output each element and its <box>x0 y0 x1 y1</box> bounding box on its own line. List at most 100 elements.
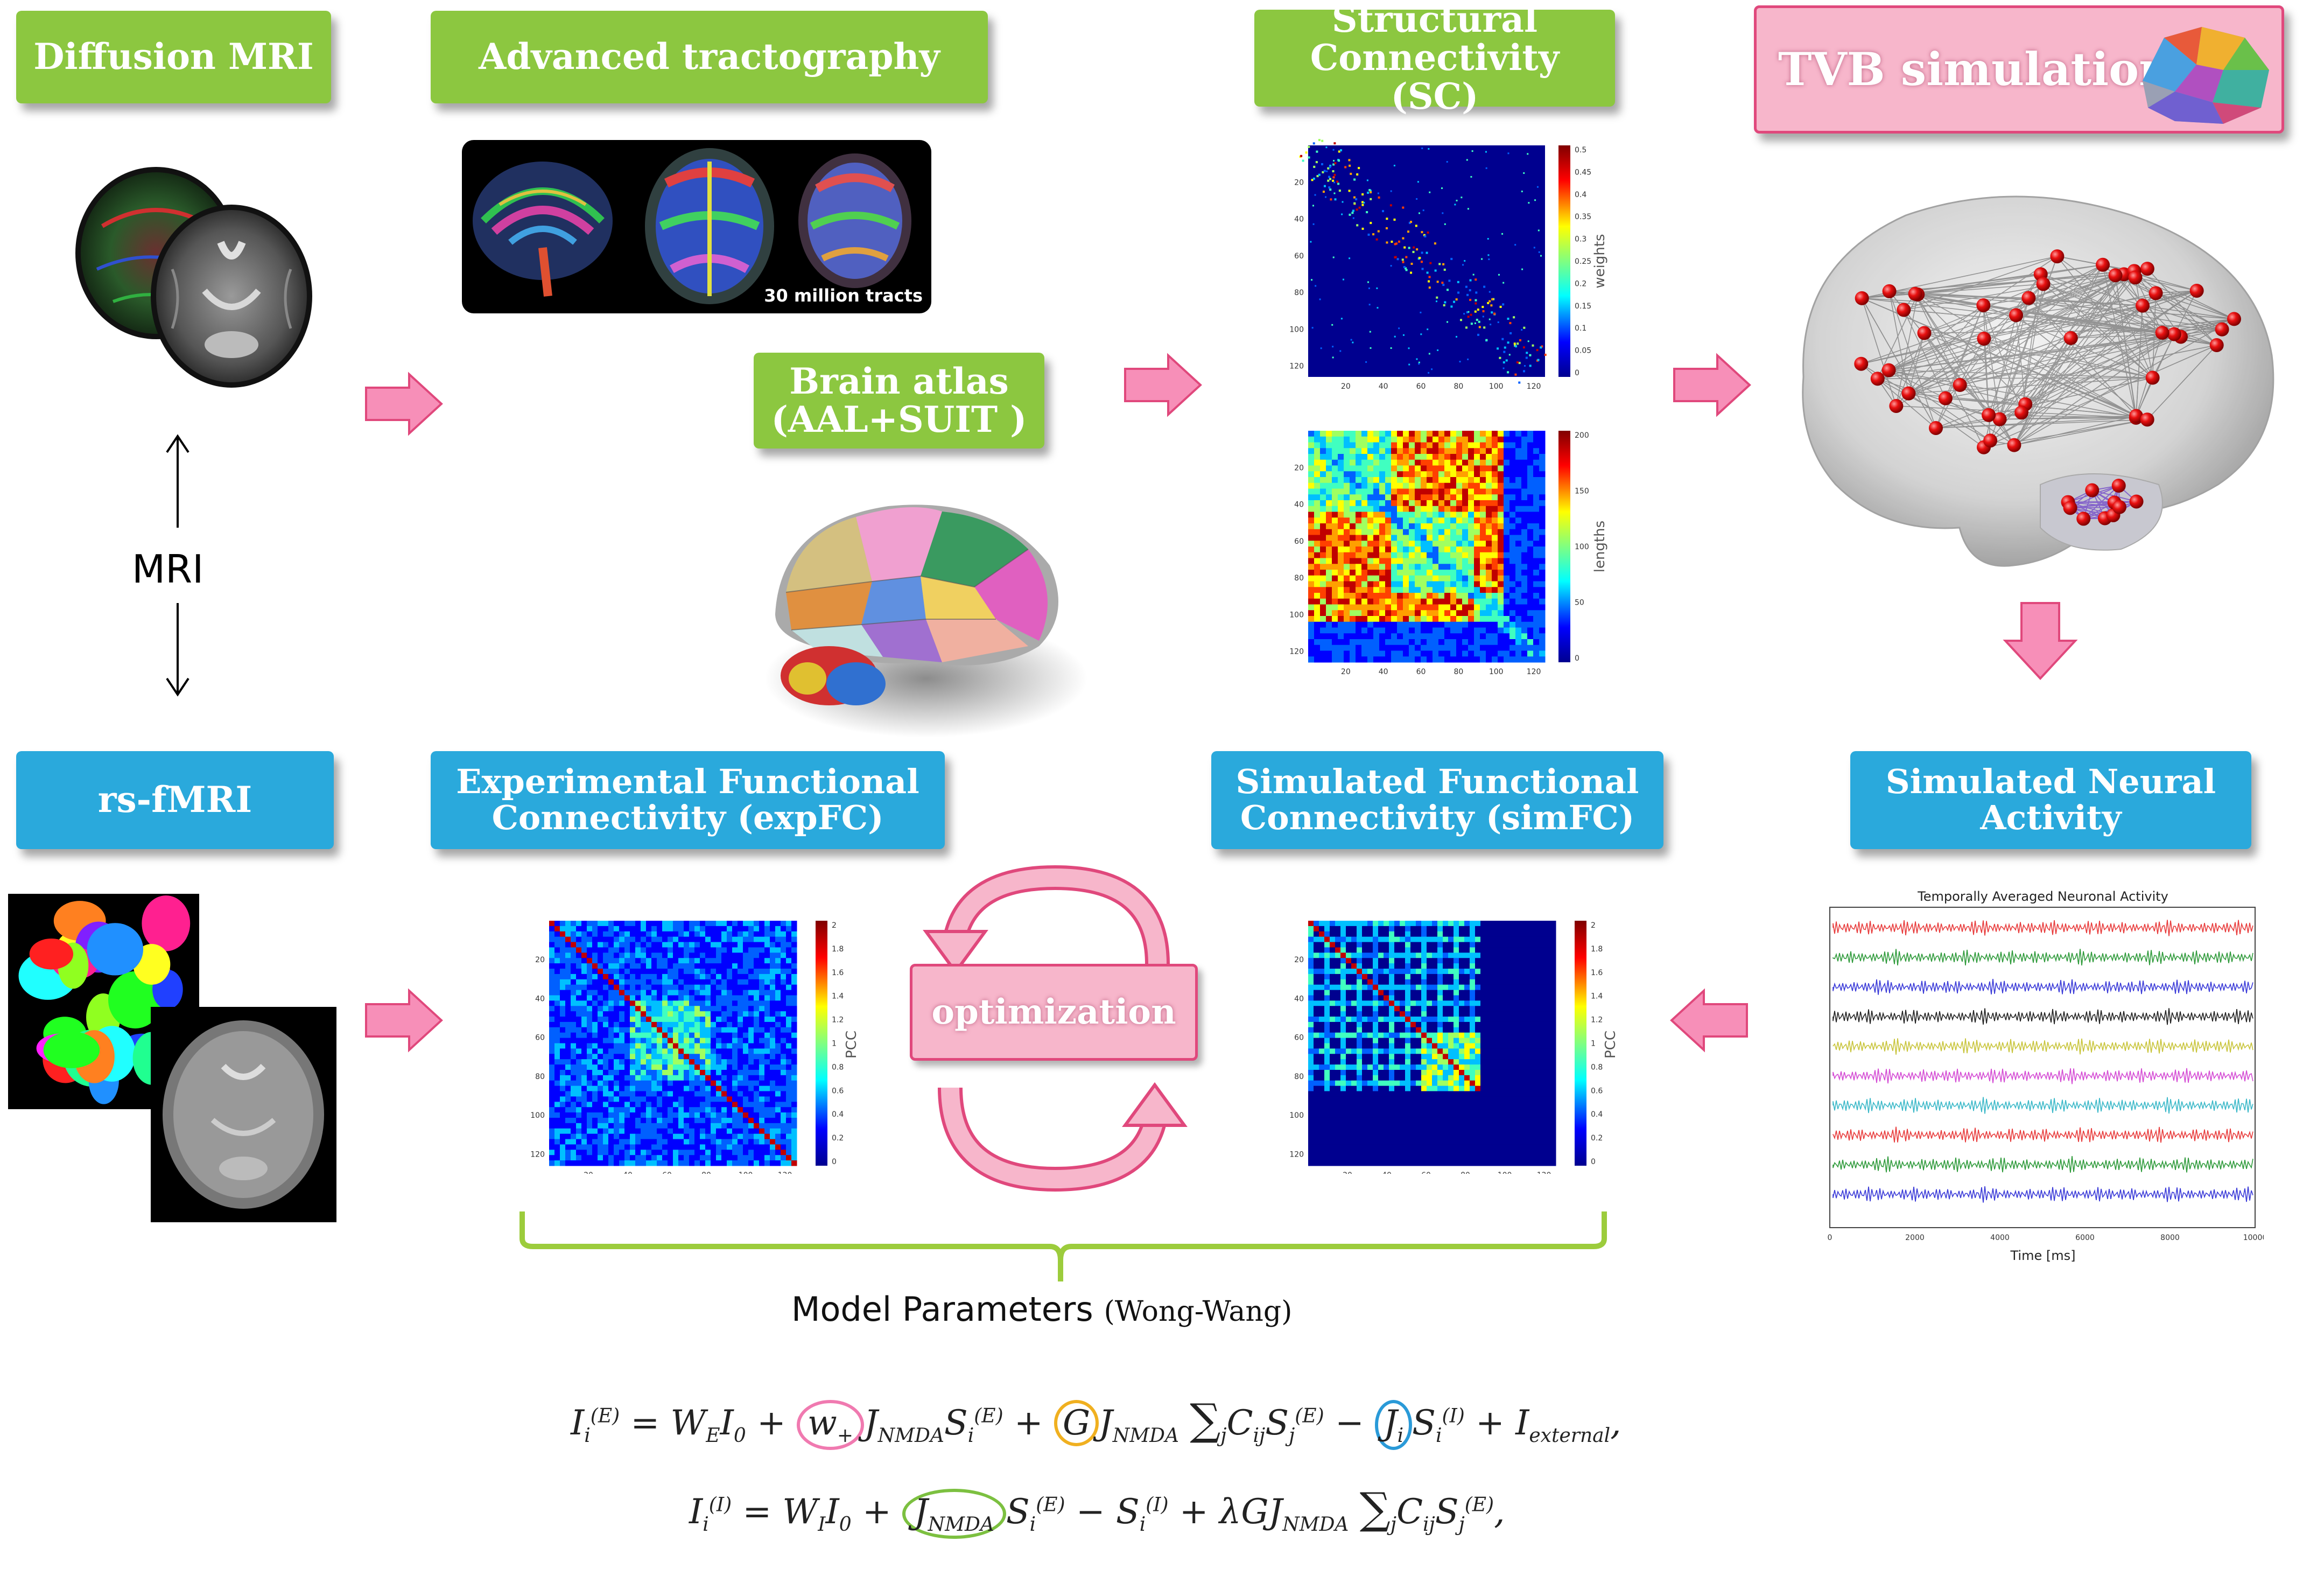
fc-cell <box>651 1000 657 1006</box>
sc-length-cell <box>1433 512 1439 518</box>
fc-cell <box>619 1048 625 1054</box>
matrix-x-tick: 120 <box>1527 382 1541 391</box>
sc-length-cell <box>1492 506 1498 512</box>
sc-length-cell <box>1527 656 1534 663</box>
sc-weight-cell <box>1338 190 1341 192</box>
sc-length-cell <box>1456 471 1463 478</box>
fc-cell <box>684 1133 690 1140</box>
fc-cell <box>743 1160 749 1166</box>
fc-cell <box>1346 958 1352 964</box>
tractography-image: 30 million tracts <box>462 140 931 313</box>
fc-cell <box>598 1123 603 1129</box>
sc-weight-cell <box>1515 345 1518 348</box>
sc-length-cell <box>1438 465 1445 472</box>
fc-cell <box>1308 984 1314 991</box>
fc-cell <box>689 1155 695 1161</box>
fc-cell <box>641 1085 647 1092</box>
network-edge <box>1860 363 1909 394</box>
fc-cell <box>732 1000 738 1006</box>
sc-length-cell <box>1444 650 1451 657</box>
fc-cell <box>689 1139 695 1145</box>
sc-length-cell <box>1521 627 1528 634</box>
fc-cell <box>641 1021 647 1028</box>
fc-cell <box>619 921 625 927</box>
tvb-network-edges <box>1860 256 2235 448</box>
fc-cell <box>576 1133 582 1140</box>
sc-length-cell <box>1498 575 1504 582</box>
sc-length-cell <box>1504 482 1510 489</box>
fc-cell <box>651 926 657 932</box>
sc-length-cell <box>1403 431 1409 437</box>
fc-cell <box>608 1075 614 1081</box>
sc-length-cell <box>1421 459 1427 466</box>
sc-length-cell <box>1527 535 1534 541</box>
sc-length-cell <box>1456 570 1463 576</box>
sc-length-cell <box>1468 639 1475 646</box>
fc-cell <box>689 1112 695 1118</box>
fc-cell <box>1308 1021 1314 1028</box>
fc-cell <box>549 1150 555 1155</box>
fc-cell <box>791 947 797 953</box>
sc-length-cell <box>1474 633 1480 640</box>
sc-length-cell <box>1379 621 1386 628</box>
fc-cell <box>635 1027 641 1033</box>
fc-cell <box>614 1096 620 1102</box>
sc-length-cell <box>1332 529 1338 535</box>
fc-cell <box>700 936 706 943</box>
sc-length-cell <box>1515 616 1522 622</box>
fc-cell <box>716 1107 722 1113</box>
network-node <box>1881 363 1896 377</box>
fc-cell <box>571 952 577 958</box>
sc-length-cell <box>1344 535 1350 541</box>
fc-cell <box>738 1080 743 1087</box>
sc-length-cell <box>1320 506 1326 512</box>
fc-cell <box>549 1080 555 1087</box>
fc-cell <box>581 947 587 953</box>
fc-cell <box>598 1096 603 1102</box>
sc-weight-cell <box>1308 145 1310 148</box>
fc-cell <box>732 1160 738 1166</box>
fc-cell <box>1324 1160 1330 1166</box>
fc-cell <box>657 1080 663 1087</box>
fc-cell <box>619 1080 625 1087</box>
fc-cell <box>770 1102 776 1108</box>
sc-length-cell <box>1456 523 1463 530</box>
sc-length-cell <box>1450 529 1457 535</box>
colorbar-tick: 150 <box>1575 487 1589 496</box>
sc-length-cell <box>1480 465 1486 472</box>
fc-cell <box>641 1032 647 1039</box>
fc-cell <box>764 995 770 1001</box>
sc-length-cell <box>1480 558 1486 564</box>
fc-cell <box>576 921 582 927</box>
sc-length-cell <box>1320 598 1326 605</box>
sc-weight-cell <box>1410 221 1413 223</box>
sc-length-cell <box>1356 604 1362 611</box>
fc-cell <box>791 1017 797 1022</box>
fc-cell <box>743 1017 749 1022</box>
fc-cell <box>549 936 555 943</box>
sc-weight-cell <box>1521 191 1523 193</box>
sc-length-cell <box>1504 656 1510 663</box>
sc-weight-cell <box>1318 173 1321 176</box>
sc-length-cell <box>1450 482 1457 489</box>
fc-cell <box>1330 1038 1336 1043</box>
sc-length-cell <box>1320 552 1326 558</box>
fc-cell <box>614 1150 620 1155</box>
fc-cell <box>732 958 738 964</box>
sc-length-cell <box>1314 656 1321 663</box>
sc-length-cell <box>1391 598 1398 605</box>
fc-cell <box>1308 973 1314 980</box>
fc-cell <box>603 1155 609 1161</box>
sc-length-cell <box>1474 517 1480 524</box>
sc-weight-cell <box>1428 148 1430 150</box>
sc-length-cell <box>1314 581 1321 587</box>
fc-cell <box>657 942 663 948</box>
sc-length-cell <box>1308 656 1315 663</box>
sc-length-cell <box>1373 558 1380 564</box>
fc-cell <box>700 1027 706 1033</box>
sc-length-cell <box>1433 482 1439 489</box>
sc-length-cell <box>1373 593 1380 599</box>
fc-cell <box>662 963 668 969</box>
sc-length-cell <box>1504 517 1510 524</box>
sc-length-cell <box>1533 454 1540 460</box>
